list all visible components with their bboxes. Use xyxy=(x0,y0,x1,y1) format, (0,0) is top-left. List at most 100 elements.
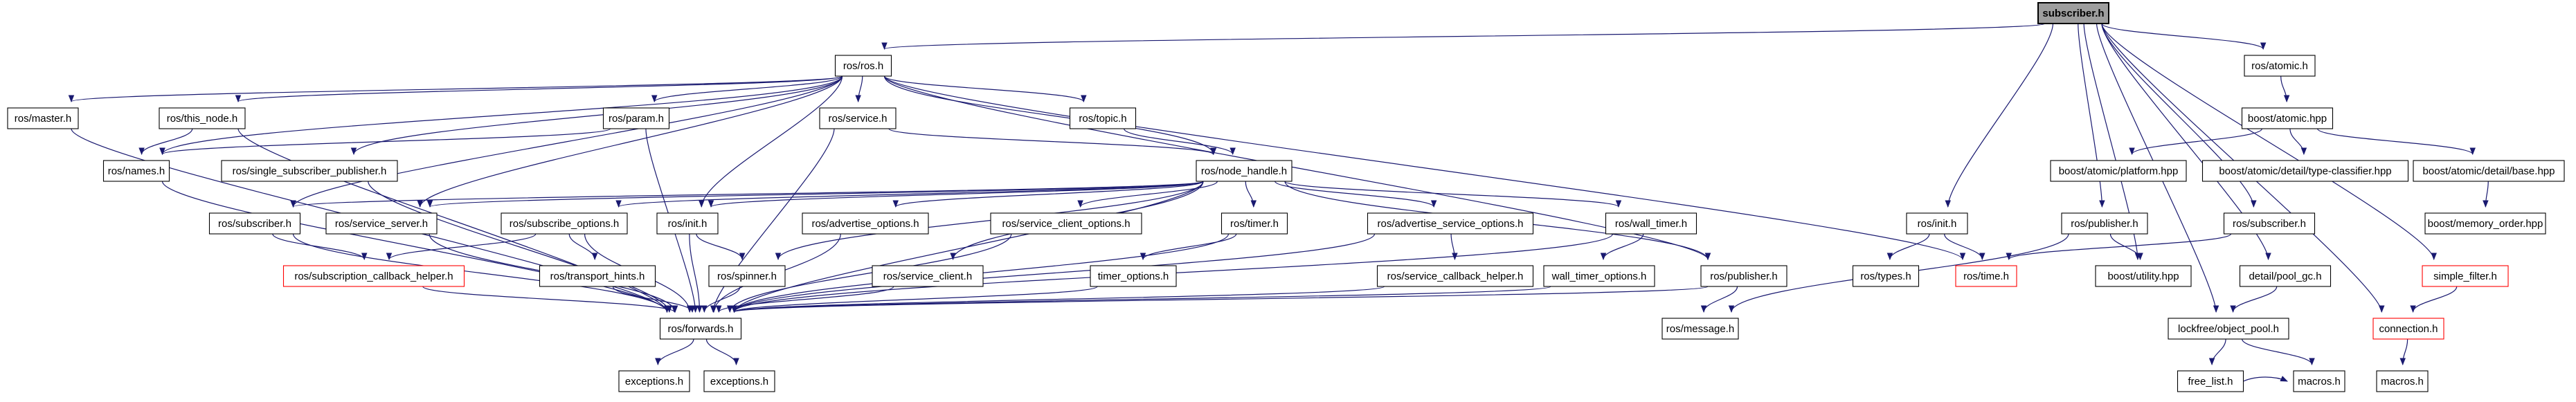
node-ros-names-h[interactable]: ros/names.h xyxy=(102,160,170,182)
edge-ros_ros-this_node xyxy=(235,75,843,103)
edge-sub_l-sch xyxy=(272,233,368,261)
node-box xyxy=(2061,212,2148,235)
node-ros-init-h[interactable]: ros/init.h xyxy=(656,212,719,235)
node-ros-service-h[interactable]: ros/service.h xyxy=(819,107,897,129)
node-wall-timer-options-h[interactable]: wall_timer_options.h xyxy=(1543,265,1655,287)
edge-pool_gc-object_pool xyxy=(2230,286,2278,313)
edge-forwards-exceptions2 xyxy=(705,338,739,366)
edge-node_handle-aso xyxy=(1275,181,1437,208)
edge-ros_ros-sub_l xyxy=(290,75,843,208)
edge-scl_opts-forwards xyxy=(727,233,1012,313)
edge-ros_ros-init_l xyxy=(699,75,843,208)
node-boost-atomic-detail-base-hpp[interactable]: boost/atomic/detail/base.hpp xyxy=(2413,160,2565,182)
node-ros-spinner-h[interactable]: ros/spinner.h xyxy=(708,265,786,287)
node-box xyxy=(2424,212,2546,235)
node-boost-atomic-detail-type-classifier-hpp[interactable]: boost/atomic/detail/type-classifier.hpp xyxy=(2201,160,2409,182)
edge-init_l-spinner xyxy=(696,233,746,261)
node-box xyxy=(2241,107,2334,129)
node-ros-param-h[interactable]: ros/param.h xyxy=(602,107,670,129)
node-ros-topic-h[interactable]: ros/topic.h xyxy=(1069,107,1137,129)
edge-sub_opts-thints xyxy=(568,233,598,261)
edge-b_base-memorder xyxy=(2483,181,2489,208)
edge-ros_ros-names xyxy=(159,75,843,156)
node-macros-h[interactable]: macros.h xyxy=(2376,370,2429,392)
edge-topic-node_handle xyxy=(1124,128,1236,156)
edge-publisher-forwards xyxy=(732,286,1709,313)
edge-ros_atomic-boost_atomic xyxy=(2280,75,2290,103)
node-box xyxy=(1196,160,1292,182)
node-lockfree-object-pool-h[interactable]: lockfree/object_pool.h xyxy=(2168,318,2289,340)
node-exceptions-h[interactable]: exceptions.h xyxy=(618,370,690,392)
node-ros-subscriber-h[interactable]: ros/subscriber.h xyxy=(208,212,301,235)
node-box xyxy=(501,212,628,235)
edge-timer-t_opts xyxy=(1140,233,1237,261)
node-ros-ros-h[interactable]: ros/ros.h xyxy=(834,55,892,77)
node-box xyxy=(990,212,1142,235)
edge-node_handle-forwards xyxy=(731,181,1204,313)
node-ros-service-callback-helper-h[interactable]: ros/service_callback_helper.h xyxy=(1376,265,1534,287)
edge-connection-macros2 xyxy=(2399,338,2408,366)
node-ros-advertise-options-h[interactable]: ros/advertise_options.h xyxy=(802,212,929,235)
node-ros-wall-timer-h[interactable]: ros/wall_timer.h xyxy=(1605,212,1697,235)
node-ros-publisher-h[interactable]: ros/publisher.h xyxy=(1700,265,1787,287)
edge-ros_ros-time xyxy=(883,75,1965,261)
edge-node_handle-init_l xyxy=(708,181,1204,208)
edge-node_handle-adv_opts xyxy=(892,181,1204,208)
node-ros-time-h[interactable]: ros/time.h xyxy=(1955,265,2017,287)
edge-node_handle-wall_timer xyxy=(1284,181,1621,208)
node-simple-filter-h[interactable]: simple_filter.h xyxy=(2422,265,2509,287)
node-ros-subscription-callback-helper-h[interactable]: ros/subscription_callback_helper.h xyxy=(282,265,465,287)
edge-sub_top-pool_gc xyxy=(2101,23,2271,261)
node-ros-publisher-h[interactable]: ros/publisher.h xyxy=(2061,212,2148,235)
edge-sub_l-forwards xyxy=(292,233,670,313)
node-ros-types-h[interactable]: ros/types.h xyxy=(1852,265,1920,287)
node-ros-service-client-h[interactable]: ros/service_client.h xyxy=(872,265,984,287)
edge-thints-forwards xyxy=(612,286,696,313)
node-box xyxy=(2050,160,2187,182)
node-ros-forwards-h[interactable]: ros/forwards.h xyxy=(659,318,742,340)
edge-scbh-forwards xyxy=(731,286,1385,313)
node-ros-timer-h[interactable]: ros/timer.h xyxy=(1221,212,1288,235)
node-ros-this-node-h[interactable]: ros/this_node.h xyxy=(159,107,246,129)
node-ros-subscriber-h[interactable]: ros/subscriber.h xyxy=(2223,212,2316,235)
node-ros-atomic-h[interactable]: ros/atomic.h xyxy=(2244,55,2316,77)
node-box xyxy=(834,55,892,77)
node-box xyxy=(2422,265,2509,287)
node-ros-node-handle-h[interactable]: ros/node_handle.h xyxy=(1196,160,1292,182)
node-exceptions-h[interactable]: exceptions.h xyxy=(703,370,775,392)
node-ros-advertise-service-options-h[interactable]: ros/advertise_service_options.h xyxy=(1367,212,1534,235)
node-ros-service-client-options-h[interactable]: ros/service_client_options.h xyxy=(990,212,1142,235)
node-free-list-h[interactable]: free_list.h xyxy=(2177,370,2244,392)
node-boost-memory-order-hpp[interactable]: boost/memory_order.hpp xyxy=(2424,212,2546,235)
edge-sub_top-ros_ros xyxy=(882,23,2046,51)
node-box xyxy=(1605,212,1697,235)
edge-this_node-names xyxy=(138,128,193,156)
edge-ssp-forwards xyxy=(368,181,673,313)
edge-node_handle-scl_opts xyxy=(1077,181,1218,208)
edge-boost_atomic-b_typeclass xyxy=(2289,128,2307,156)
node-ros-transport-hints-h[interactable]: ros/transport_hints.h xyxy=(539,265,656,287)
node-macros-h[interactable]: macros.h xyxy=(2293,370,2345,392)
node-box xyxy=(2413,160,2565,182)
edge-sub_top-simple_filter xyxy=(2101,23,2437,261)
edge-init_r-types xyxy=(1886,233,1930,261)
node-box xyxy=(1852,265,1920,287)
node-box xyxy=(1700,265,1787,287)
node-box xyxy=(2177,370,2244,392)
node-boost-atomic-hpp[interactable]: boost/atomic.hpp xyxy=(2241,107,2334,129)
node-detail-pool-gc-h[interactable]: detail/pool_gc.h xyxy=(2239,265,2332,287)
node-ros-init-h[interactable]: ros/init.h xyxy=(1906,212,1968,235)
edge-sub_r-time xyxy=(2006,233,2232,261)
edge-init_r-time xyxy=(1944,233,1985,261)
node-boost-atomic-platform-hpp[interactable]: boost/atomic/platform.hpp xyxy=(2050,160,2187,182)
node-subscriber-h[interactable]: subscriber.h xyxy=(2037,2,2109,24)
node-boost-utility-hpp[interactable]: boost/utility.hpp xyxy=(2095,265,2192,287)
node-ros-service-server-h[interactable]: ros/service_server.h xyxy=(325,212,438,235)
node-ros-message-h[interactable]: ros/message.h xyxy=(1661,318,1739,340)
node-connection-h[interactable]: connection.h xyxy=(2372,318,2444,340)
node-ros-master-h[interactable]: ros/master.h xyxy=(7,107,79,129)
node-ros-single-subscriber-publisher-h[interactable]: ros/single_subscriber_publisher.h xyxy=(221,160,398,182)
node-ros-subscribe-options-h[interactable]: ros/subscribe_options.h xyxy=(501,212,628,235)
node-timer-options-h[interactable]: timer_options.h xyxy=(1090,265,1177,287)
